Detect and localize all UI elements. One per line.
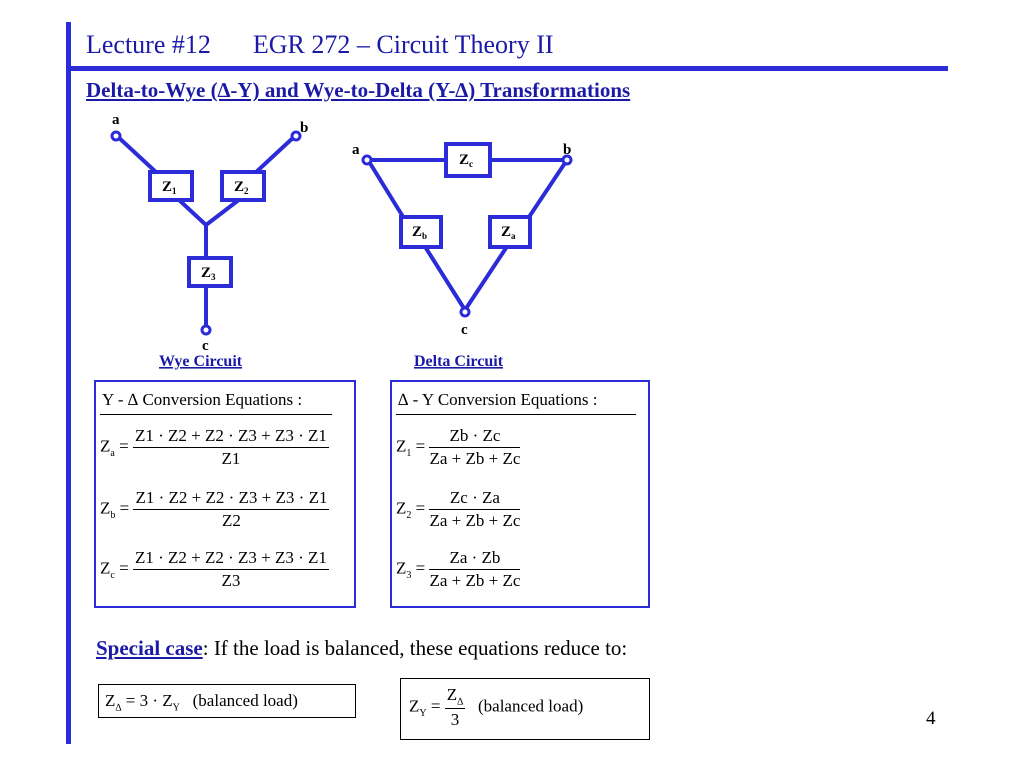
wye-node-a: a [112, 112, 120, 128]
course-label: EGR 272 – Circuit Theory II [252, 30, 554, 59]
wye-z2-label: Z2 [234, 179, 249, 196]
wye-z3-label: Z3 [201, 265, 216, 282]
slide-header: Lecture #12 EGR 272 – Circuit Theory II [86, 30, 554, 60]
wye-caption: Wye Circuit [159, 353, 243, 370]
wye-z1-label: Z1 [162, 179, 177, 196]
balanced-delta-note: (balanced load) [192, 691, 298, 710]
delta-caption: Delta Circuit [414, 353, 504, 370]
delta-to-y-box: ∆ - Y Conversion Equations : Z1 = Zb · Z… [390, 380, 650, 608]
delta-zc-label: Zc [459, 152, 473, 169]
balanced-wye-box: ZY = Z∆3 (balanced load) [400, 678, 650, 740]
special-case-line: Special case: If the load is balanced, t… [96, 636, 627, 661]
page-number: 4 [926, 708, 936, 729]
delta-node-c: c [461, 322, 468, 338]
y-to-delta-box: Y - ∆ Conversion Equations : Za = Z1 · Z… [94, 380, 356, 608]
slide-subtitle: Delta-to-Wye (∆-Y) and Wye-to-Delta (Y-∆… [86, 78, 631, 102]
balanced-wye-note: (balanced load) [477, 696, 584, 716]
wye-node-b: b [300, 120, 308, 136]
balanced-delta-box: Z∆ = 3 · ZY (balanced load) [98, 684, 356, 718]
header-rule [66, 66, 948, 71]
delta-to-y-heading-rule [396, 414, 636, 415]
wye-node-c: c [202, 338, 209, 354]
special-case-text: : If the load is balanced, these equatio… [202, 636, 628, 660]
left-accent-bar [66, 22, 71, 744]
special-case-label: Special case [96, 636, 203, 660]
delta-node-b: b [563, 142, 571, 158]
delta-zb-label: Zb [412, 224, 427, 241]
delta-to-y-heading: ∆ - Y Conversion Equations : [398, 390, 598, 409]
delta-node-a: a [352, 142, 360, 158]
wye-circuit [110, 130, 302, 336]
delta-za-label: Za [501, 224, 516, 241]
y-to-delta-heading: Y - ∆ Conversion Equations : [102, 390, 303, 409]
lecture-label: Lecture #12 [86, 30, 211, 59]
circuit-diagrams: a b c Z1 Z2 Z3 a b c Zc Zb Za Wye Circui… [110, 112, 573, 370]
y-to-delta-heading-rule [100, 414, 332, 415]
delta-circuit [361, 142, 573, 318]
